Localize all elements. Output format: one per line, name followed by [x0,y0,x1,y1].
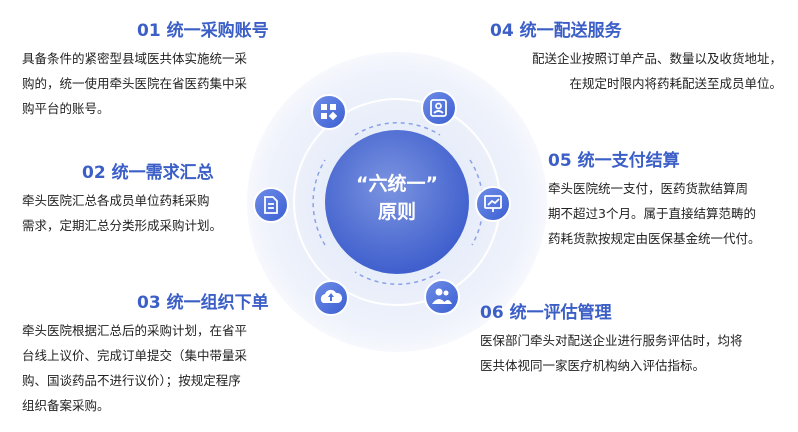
item-unified-delivery: 04 统一配送服务 配送企业按照订单产品、数量以及收货地址， 在规定时限内将药耗… [490,20,782,96]
item-line: 医保部门牵头对配送企业进行服务评估时，均将 [480,333,743,348]
item-line: 配送企业按照订单产品、数量以及收货地址， [531,51,782,66]
item-line: 牵头医院汇总各成员单位药耗采购 [22,193,210,208]
item-line: 需求，定期汇总分类形成采购计划。 [22,218,223,233]
node-02 [253,187,289,223]
item-line: 台线上议价、完成订单提交（集中带量采 [22,348,248,363]
item-line: 药耗货款按规定由医保基金统一代付。 [548,231,761,246]
center-circle [325,130,469,274]
chart-monitor-icon [484,195,502,212]
item-line: 组织备案采购。 [22,398,110,413]
node-05 [475,186,511,222]
item-line: 牵头医院统一支付，医药货款结算周 [548,181,749,196]
apps-grid-icon [321,104,338,121]
item-line: 期不超过3个月。属于直接结算范畴的 [548,206,756,221]
item-body: 具备条件的紧密型县域医共体实施统一采 购的，统一使用牵头医院在省医药集中采 购平… [22,46,294,121]
item-title: 04 统一配送服务 [490,21,622,41]
item-unified-account: 01 统一采购账号 具备条件的紧密型县域医共体实施统一采 购的，统一使用牵头医院… [22,20,294,121]
item-body: 牵头医院汇总各成员单位药耗采购 需求，定期汇总分类形成采购计划。 [22,188,272,238]
item-line: 医共体视同一家医疗机构纳入评估指标。 [480,358,706,373]
item-line: 购平台的账号。 [22,101,110,116]
item-body: 牵头医院根据汇总后的采购计划，在省平 台线上议价、完成订单提交（集中带量采 购、… [22,318,292,418]
item-title: 05 统一支付结算 [548,151,680,171]
center-title-line2: 原则 [377,201,416,223]
item-title: 01 统一采购账号 [137,21,269,41]
item-body: 牵头医院统一支付，医药货款结算周 期不超过3个月。属于直接结算范畴的 药耗货款按… [548,176,788,251]
item-unified-evaluation: 06 统一评估管理 医保部门牵头对配送企业进行服务评估时，均将 医共体视同一家医… [480,302,780,378]
item-body: 配送企业按照订单产品、数量以及收货地址， 在规定时限内将药耗配送至成员单位。 [490,46,782,96]
node-03 [313,280,349,316]
item-line: 购、国谈药品不进行议价）；按规定程序 [22,373,241,388]
item-unified-demand: 02 统一需求汇总 牵头医院汇总各成员单位药耗采购 需求，定期汇总分类形成采购计… [22,162,272,238]
item-body: 医保部门牵头对配送企业进行服务评估时，均将 医共体视同一家医疗机构纳入评估指标。 [480,328,780,378]
item-line: 具备条件的紧密型县域医共体实施统一采 [22,51,248,66]
document-list-icon [264,196,278,214]
contact-card-icon [430,99,447,117]
item-title: 02 统一需求汇总 [82,163,214,183]
node-04 [421,90,457,126]
center-title-line1: “六统一” [356,173,438,195]
item-line: 牵头医院根据汇总后的采购计划，在省平 [22,323,248,338]
cloud-upload-icon [320,289,343,303]
node-01 [311,94,347,130]
item-line: 在规定时限内将药耗配送至成员单位。 [569,76,782,91]
item-title: 03 统一组织下单 [137,293,269,313]
node-06 [424,279,460,315]
item-unified-payment: 05 统一支付结算 牵头医院统一支付，医药货款结算周 期不超过3个月。属于直接结… [548,150,788,251]
center-title: “六统一” 原则 [322,170,472,226]
item-title: 06 统一评估管理 [480,303,612,323]
flow-arrows [312,122,484,285]
item-line: 购的，统一使用牵头医院在省医药集中采 [22,76,248,91]
users-icon [432,288,452,304]
item-unified-ordering: 03 统一组织下单 牵头医院根据汇总后的采购计划，在省平 台线上议价、完成订单提… [22,292,292,418]
